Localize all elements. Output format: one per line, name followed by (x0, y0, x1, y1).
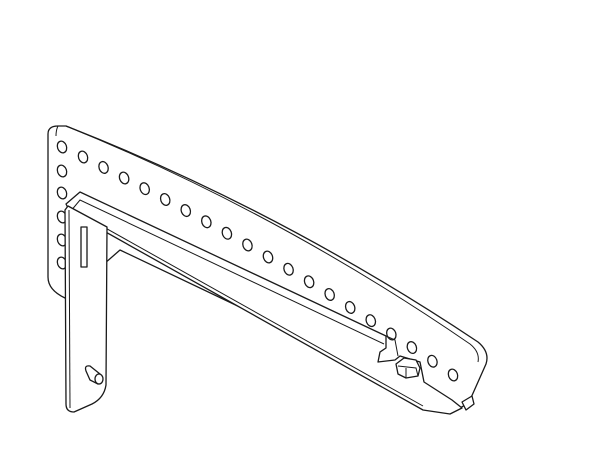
mounting-hole (56, 140, 68, 154)
mounting-hole (427, 354, 438, 368)
mounting-hole (200, 215, 212, 229)
end-tab (461, 395, 475, 411)
mounting-hole (180, 204, 192, 218)
mounting-hole (159, 193, 171, 207)
mounting-hole (344, 300, 356, 314)
mounting-hole (365, 314, 377, 328)
slot (80, 226, 88, 268)
vertical-strip (64, 205, 108, 413)
mounting-hole (221, 226, 233, 240)
mounting-hole (56, 186, 68, 200)
pin (84, 365, 104, 385)
mounting-hole (406, 341, 418, 355)
mounting-hole (303, 275, 315, 289)
mounting-hole (447, 368, 459, 382)
mounting-hole (56, 164, 68, 178)
mounting-hole (139, 182, 151, 196)
mounting-hole (324, 287, 336, 301)
mounting-hole (262, 250, 274, 264)
mounting-hole (283, 262, 294, 276)
hole-group (56, 140, 459, 382)
hex-nut (395, 357, 421, 379)
mounting-hole (77, 150, 89, 164)
mounting-hole (98, 160, 109, 174)
mounting-hole (118, 171, 130, 185)
mounting-hole (242, 238, 253, 252)
